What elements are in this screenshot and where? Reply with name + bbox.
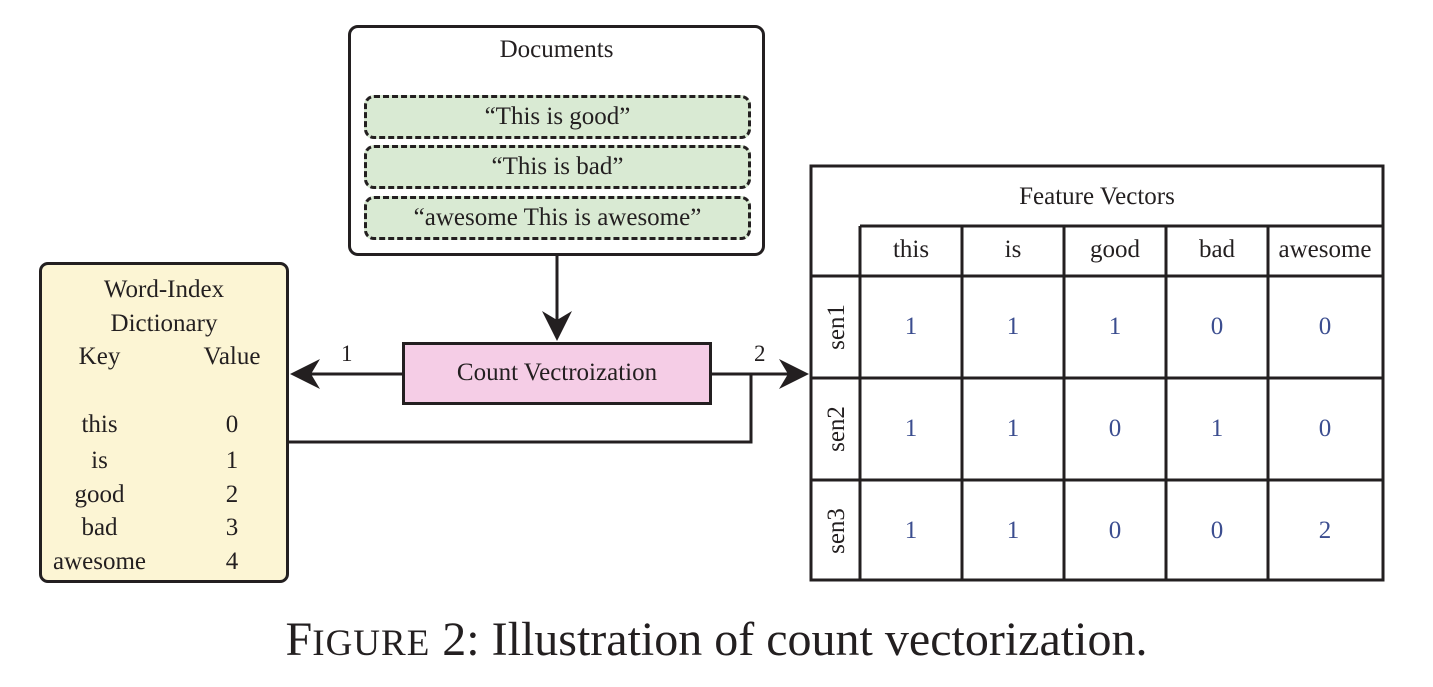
dictionary-feedback-line <box>289 374 753 444</box>
row-label: sen2 <box>823 406 850 452</box>
document-item: “This is bad” <box>364 145 751 189</box>
column-header: bad <box>1199 236 1236 263</box>
dictionary-key: is <box>91 447 108 474</box>
dictionary-title-line1: Word-Index <box>103 276 225 303</box>
documents-title: Documents <box>499 36 614 63</box>
figure-caption: FIGURE 2: Illustration of count vectoriz… <box>0 612 1433 667</box>
count-value: 0 <box>1109 517 1122 544</box>
count-value: 1 <box>1211 415 1224 442</box>
column-header: is <box>1005 236 1022 263</box>
dictionary-value: 1 <box>225 447 239 474</box>
count-value: 1 <box>905 313 918 340</box>
count-value: 2 <box>1319 517 1332 544</box>
dictionary-title-line2: Dictionary <box>110 310 218 337</box>
dictionary-value: 0 <box>225 411 239 438</box>
dictionary-key: this <box>81 411 118 438</box>
dictionary-value-header: Value <box>203 343 261 370</box>
count-value: 1 <box>1007 517 1020 544</box>
count-vectorization-box: Count Vectroization <box>402 342 712 405</box>
dictionary-value: 3 <box>225 514 239 541</box>
document-item: “This is good” <box>364 95 751 139</box>
row-label: sen3 <box>823 508 850 554</box>
count-value: 0 <box>1211 313 1224 340</box>
count-value: 0 <box>1109 415 1122 442</box>
column-header: this <box>893 236 929 263</box>
documents-box: Documents “This is good” “This is bad” “… <box>348 25 765 256</box>
count-value: 1 <box>1109 313 1122 340</box>
count-value: 0 <box>1211 517 1224 544</box>
count-value: 1 <box>905 517 918 544</box>
caption-figure-initial: F <box>285 613 313 666</box>
feature-vectors-table: Feature Vectors this is good bad awesome… <box>809 164 1385 582</box>
dictionary-value: 4 <box>225 548 239 575</box>
caption-figure-smallcaps: IGURE <box>312 623 431 664</box>
dictionary-key: awesome <box>52 548 147 575</box>
feature-vectors-title: Feature Vectors <box>1019 183 1175 210</box>
arrow-label-1: 1 <box>341 341 353 366</box>
dictionary-value: 2 <box>225 481 239 508</box>
dictionary-key: good <box>74 481 125 508</box>
count-value: 1 <box>905 415 918 442</box>
document-item: “awesome This is awesome” <box>364 196 751 240</box>
word-index-dictionary: Word-Index Dictionary Key Value this 0 i… <box>39 262 289 583</box>
count-value: 0 <box>1319 313 1332 340</box>
count-value: 1 <box>1007 313 1020 340</box>
caption-text: 2: Illustration of count vectorization. <box>430 613 1148 666</box>
column-header: awesome <box>1278 236 1371 263</box>
row-label: sen1 <box>823 304 850 350</box>
arrow-label-2: 2 <box>754 341 766 366</box>
column-header: good <box>1090 236 1141 263</box>
dictionary-key-header: Key <box>78 343 121 370</box>
count-value: 0 <box>1319 415 1332 442</box>
dictionary-key: bad <box>81 514 118 541</box>
count-value: 1 <box>1007 415 1020 442</box>
